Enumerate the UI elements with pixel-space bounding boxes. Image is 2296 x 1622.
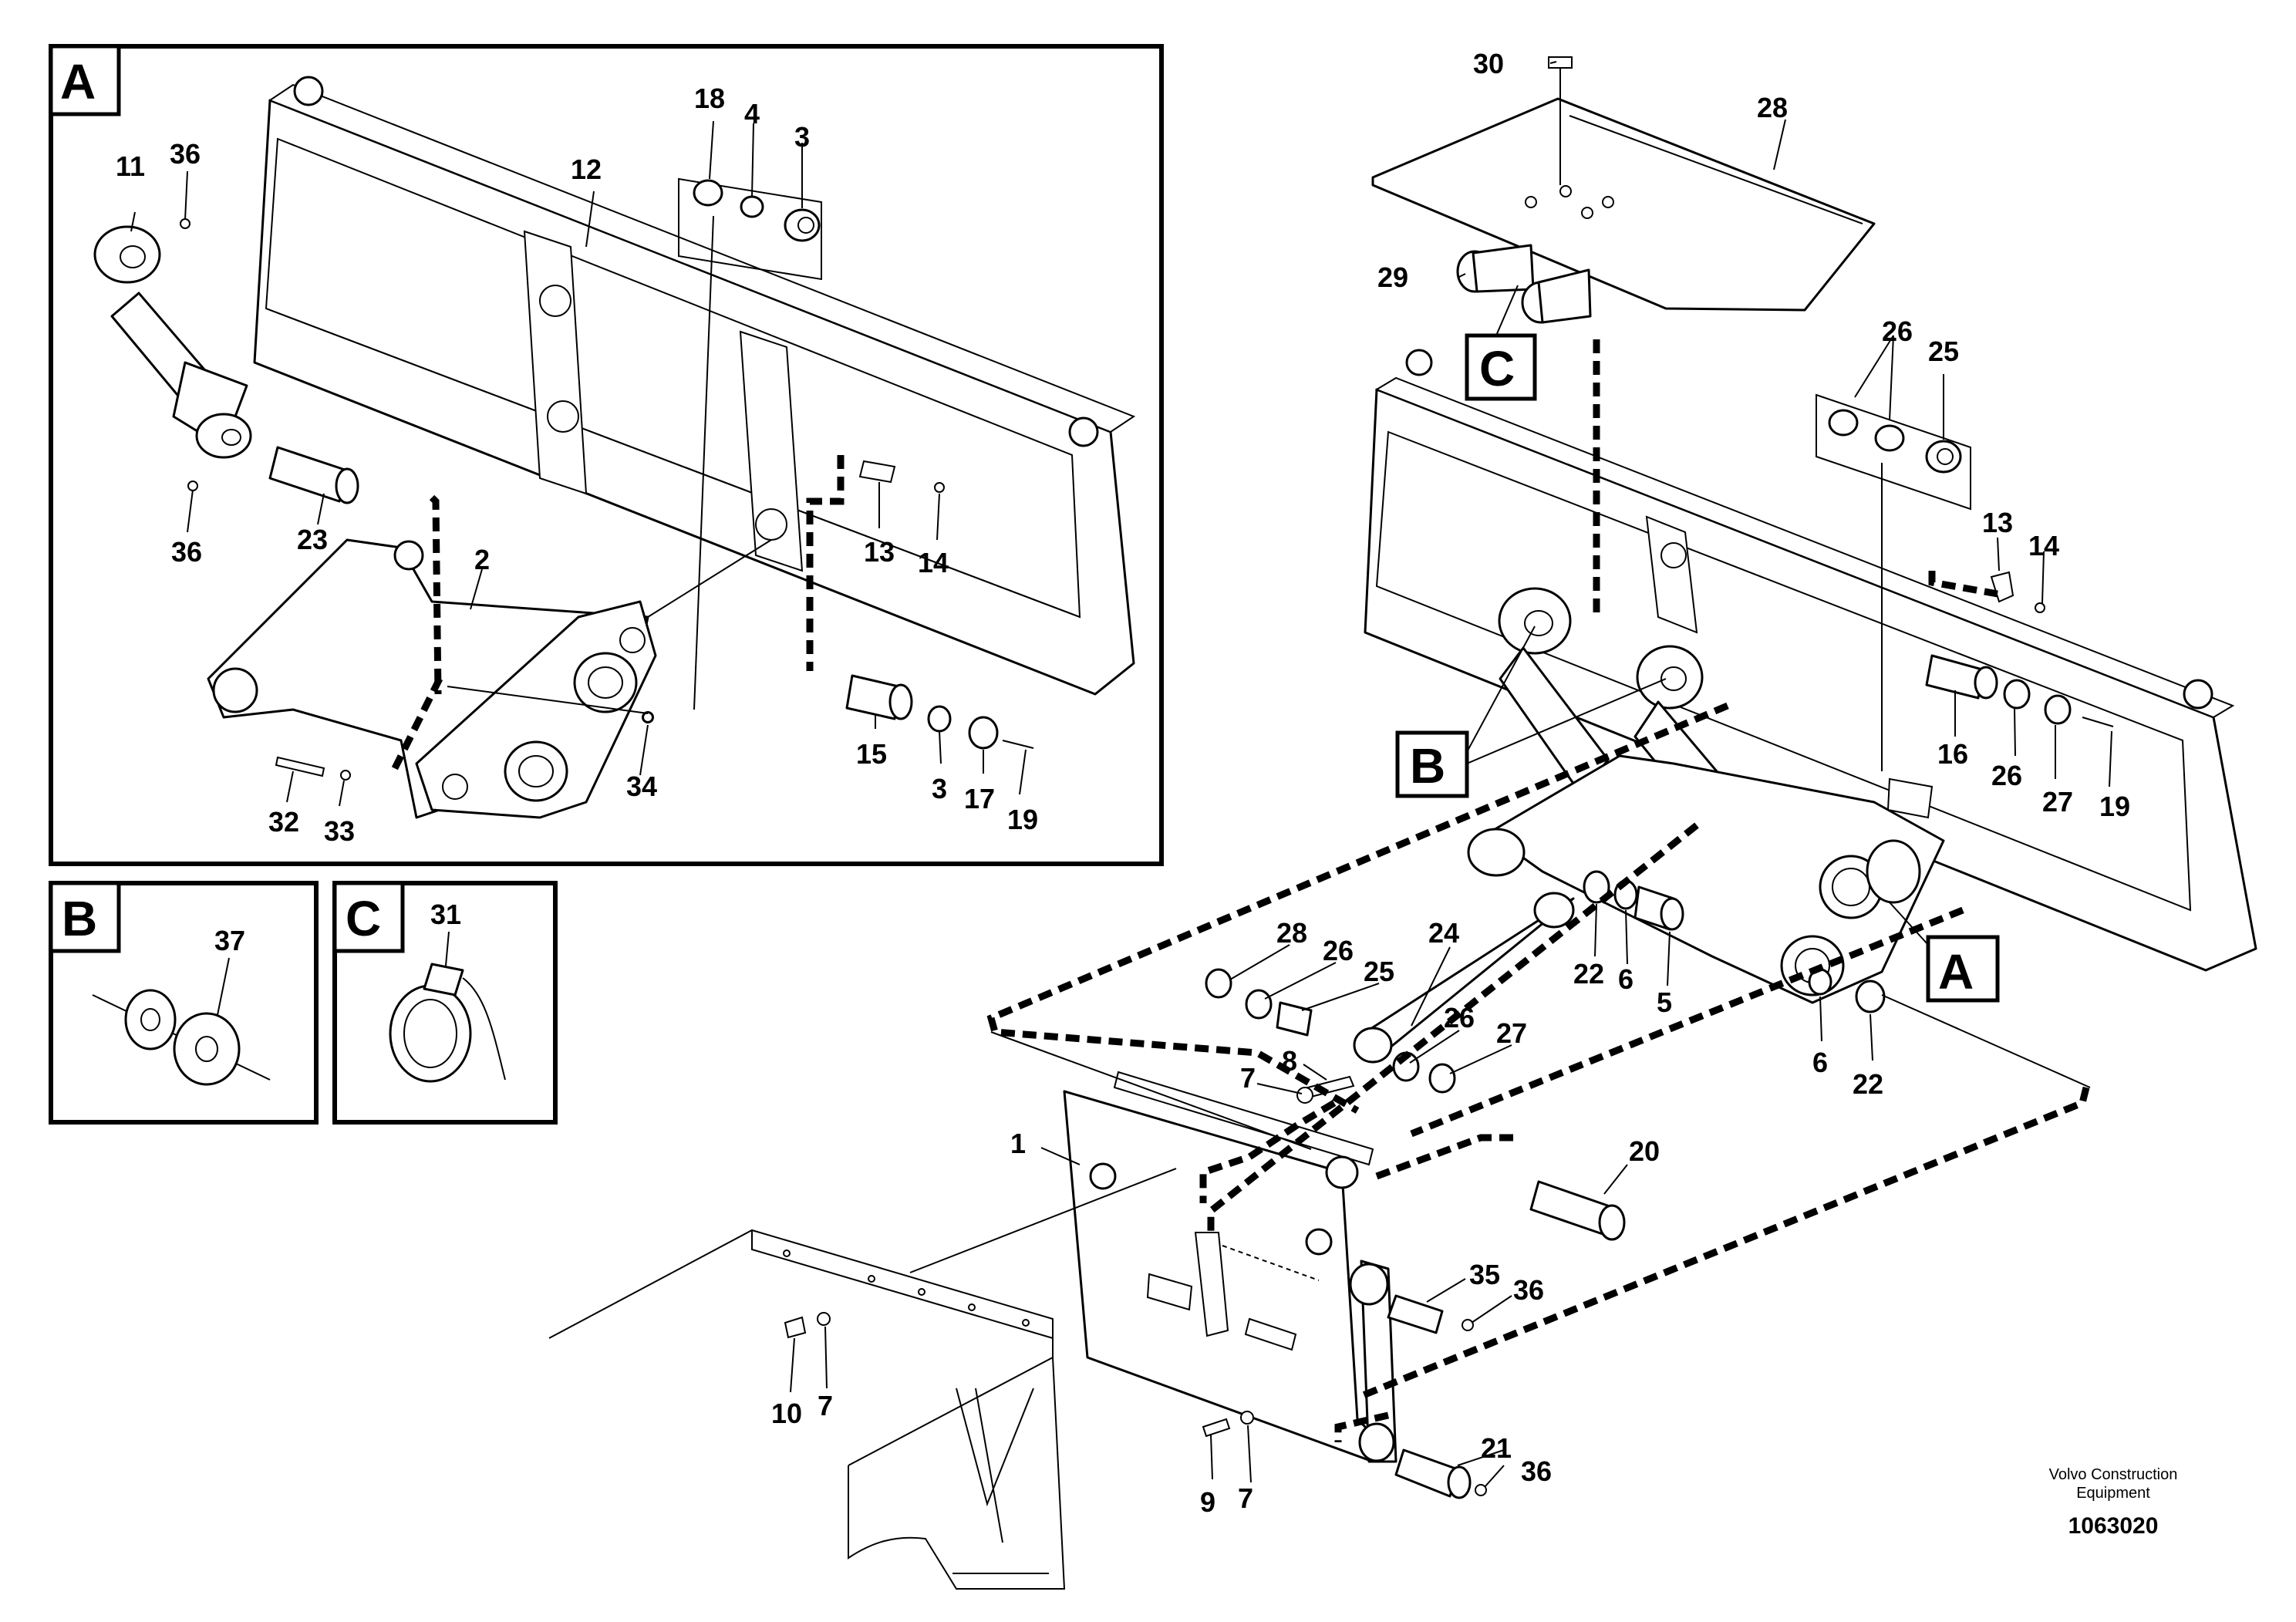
callout-3-a-bottom: 3: [932, 773, 947, 804]
detail-frame-c-letter: C: [346, 891, 381, 946]
callout-3-a-top: 3: [794, 121, 810, 153]
callout-36-mid: 36: [1513, 1274, 1544, 1306]
callout-33: 33: [324, 815, 355, 847]
blade-drawing-a: [253, 76, 1136, 696]
detail-frame-c: C 31: [332, 881, 558, 1125]
callout-28-top: 28: [1757, 92, 1788, 123]
callout-13-a: 13: [864, 536, 895, 568]
callout-6-mid: 6: [1618, 963, 1633, 995]
mounting-plate-1-drawing: [1063, 1071, 1397, 1463]
callout-22-mid: 22: [1573, 958, 1604, 990]
callout-29: 29: [1377, 261, 1408, 293]
lock-plate-13-drawing: [858, 460, 945, 493]
callout-25-top: 25: [1928, 336, 1959, 367]
callout-37: 37: [214, 925, 245, 956]
callout-21: 21: [1481, 1432, 1512, 1464]
detail-frame-b-letter: B: [62, 891, 97, 946]
detail-frame-b: B 37: [49, 881, 319, 1125]
callout-14-a: 14: [918, 547, 949, 578]
callout-10: 10: [771, 1398, 802, 1429]
footer: Volvo Construction Equipment 1063020: [2049, 1466, 2178, 1539]
cover-28-drawing: [1371, 97, 1876, 312]
callout-19-a: 19: [1007, 804, 1038, 835]
bolt-32-set-drawing: [275, 712, 653, 781]
pin-23-drawing: [268, 446, 359, 504]
detail-frame-a: A: [49, 44, 1164, 866]
callout-36-bottom: 36: [171, 536, 202, 568]
callout-32: 32: [268, 806, 299, 838]
callout-17: 17: [964, 783, 995, 814]
cylinder-11-drawing: [93, 218, 252, 491]
callout-11: 11: [116, 150, 145, 182]
callout-16: 16: [1937, 738, 1968, 770]
push-frame-main-drawing: [1467, 754, 1945, 1004]
callout-26-left: 26: [1323, 935, 1354, 966]
callout-14-main: 14: [2028, 530, 2059, 561]
callout-22-right: 22: [1853, 1068, 1883, 1100]
blade-drawing-main: [1364, 349, 2257, 972]
callout-26-top: 26: [1882, 315, 1913, 347]
callout-7-bottom: 7: [1238, 1482, 1253, 1514]
ref-tag-a-letter: A: [1938, 944, 1974, 1000]
callout-9: 9: [1200, 1486, 1215, 1518]
link-24-drawing: [1353, 892, 1575, 1064]
callout-27-link: 27: [1496, 1017, 1527, 1049]
callout-7-left: 7: [818, 1390, 833, 1421]
bushing-set-top-drawing: [1816, 393, 1971, 771]
ref-tag-c-letter: C: [1479, 341, 1515, 396]
callout-26-link: 26: [1444, 1002, 1475, 1034]
callout-36-top: 36: [170, 138, 201, 170]
detail-frame-a-letter: A: [60, 54, 96, 110]
pin-15-set-drawing: [845, 674, 1034, 750]
callout-28-left: 28: [1276, 917, 1307, 949]
callout-20: 20: [1629, 1135, 1660, 1167]
callout-26-right: 26: [1991, 760, 2022, 791]
callout-6-right: 6: [1812, 1047, 1828, 1078]
callout-23: 23: [297, 524, 328, 555]
callout-18: 18: [694, 83, 725, 114]
callout-24: 24: [1428, 917, 1459, 949]
callout-5: 5: [1657, 986, 1672, 1018]
chassis-frame-drawing: [548, 1229, 1066, 1590]
callout-31: 31: [430, 899, 461, 930]
push-frame-2-drawing: [207, 538, 657, 819]
callout-25-left: 25: [1364, 956, 1394, 987]
callout-2: 2: [474, 544, 490, 575]
callout-30: 30: [1473, 48, 1504, 79]
callout-7-top: 7: [1240, 1062, 1256, 1094]
callout-13-main: 13: [1982, 507, 2013, 538]
maker-line-2: Equipment: [2076, 1485, 2150, 1502]
maker-line-1: Volvo Construction: [2049, 1466, 2178, 1483]
ref-tag-b-letter: B: [1410, 738, 1445, 794]
callout-8: 8: [1282, 1045, 1297, 1077]
callout-27-right: 27: [2042, 786, 2073, 818]
callout-12: 12: [571, 153, 602, 185]
callout-35: 35: [1469, 1259, 1500, 1290]
callout-1: 1: [1010, 1128, 1026, 1159]
pin-16-set-drawing: [1925, 654, 2114, 727]
main-assembly: C B: [548, 48, 2257, 1590]
callout-15: 15: [856, 738, 887, 770]
callout-19-main: 19: [2099, 791, 2130, 822]
callout-36-bottom-main: 36: [1521, 1455, 1552, 1487]
drawing-number: 1063020: [2068, 1513, 2159, 1539]
callout-4-a: 4: [744, 98, 760, 130]
callout-34: 34: [626, 771, 657, 802]
